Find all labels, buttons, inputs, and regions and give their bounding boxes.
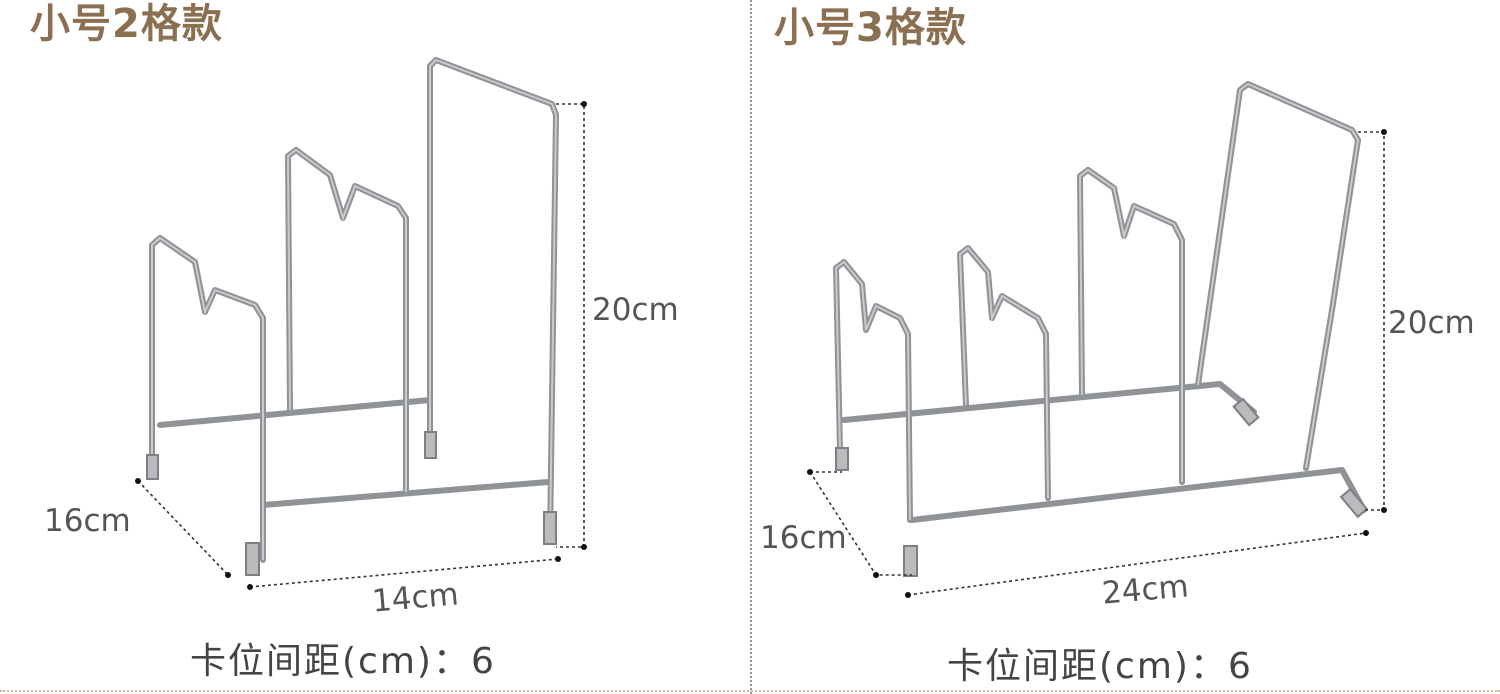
panel-2-slot: 小号2格款: [30, 1, 679, 682]
rack-feet: [835, 397, 1369, 577]
bottom-divider: [0, 690, 1500, 692]
depth-dimension-label: 16cm: [44, 503, 131, 539]
dimension-markers: [135, 101, 587, 590]
variant-title: 小号2格款: [30, 1, 223, 47]
height-dimension-label: 20cm: [1388, 305, 1475, 341]
dimension-lines: [809, 131, 1385, 596]
slot-spacing-caption: 卡位间距(cm)：6: [947, 646, 1253, 687]
width-dimension-label: 14cm: [370, 576, 461, 620]
panel-divider: [750, 0, 752, 694]
depth-dimension-label: 16cm: [760, 520, 847, 556]
rack-2-slot-illustration: [135, 57, 587, 590]
rack-wire-highlight: [834, 82, 1360, 521]
slot-spacing-caption: 卡位间距(cm)：6: [190, 641, 496, 682]
height-dimension-label: 20cm: [592, 292, 679, 328]
rack-3-slot-illustration: [807, 81, 1387, 598]
rack-wire-highlight: [151, 58, 558, 560]
width-dimension-label: 24cm: [1100, 568, 1191, 612]
rack-wire-frame: [833, 81, 1367, 523]
rack-wire-frame: [149, 57, 559, 563]
rack-feet: [146, 431, 557, 576]
dimension-markers: [807, 129, 1387, 598]
dimension-lines: [137, 103, 585, 588]
panel-3-slot: 小号3格款: [752, 0, 1500, 694]
variant-title: 小号3格款: [774, 5, 967, 51]
